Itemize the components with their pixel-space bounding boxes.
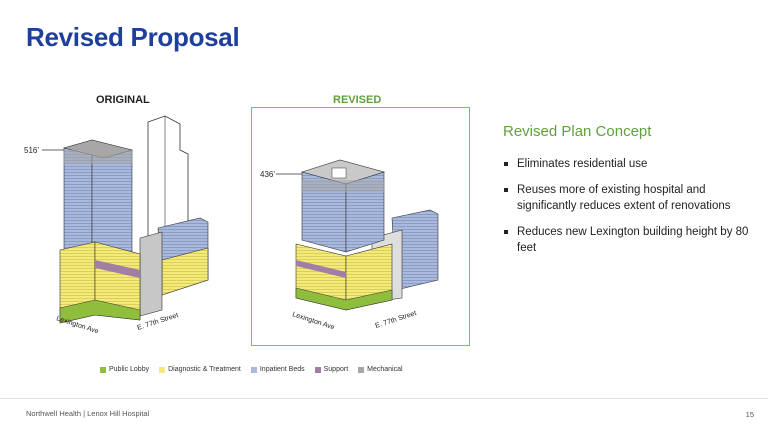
legend-swatch	[250, 366, 257, 373]
bullet-item: Eliminates residential use	[503, 156, 753, 172]
revised-building-illustration: 436’ Lexington Ave E. 77th Street	[260, 159, 439, 331]
concept-bullets: Eliminates residential use Reuses more o…	[503, 156, 753, 266]
legend-item-diagnostic: Diagnostic & Treatment	[159, 366, 241, 373]
bullet-icon	[504, 188, 508, 192]
revised-panel-frame	[251, 107, 470, 346]
original-building-illustration: 516’ Lexington Ave E. 77th Street	[24, 115, 209, 335]
bullet-item: Reuses more of existing hospital and sig…	[503, 182, 753, 214]
legend-item-inpatient: Inpatient Beds	[250, 366, 305, 373]
page-number: 15	[745, 410, 754, 419]
bullet-item: Reduces new Lexington building height by…	[503, 224, 753, 256]
footer-text: Northwell Health | Lenox Hill Hospital	[26, 409, 150, 418]
legend-item-support: Support	[314, 366, 348, 373]
bullet-icon	[504, 162, 508, 166]
revised-lexington-label: Lexington Ave	[291, 311, 335, 331]
legend-swatch	[100, 366, 106, 373]
revised-height-label: 436’	[260, 170, 275, 179]
bullet-icon	[504, 230, 508, 234]
footer-divider	[0, 398, 768, 399]
revised-77th-label: E. 77th Street	[374, 310, 417, 330]
slide-title: Revised Proposal	[26, 22, 240, 52]
legend-item-public-lobby: Public Lobby	[100, 366, 149, 373]
original-height-label: 516’	[24, 146, 39, 155]
revised-label: REVISED	[333, 94, 382, 106]
legend-swatch	[358, 366, 365, 373]
legend: Public Lobby Diagnostic & Treatment Inpa…	[100, 366, 403, 373]
legend-swatch	[159, 366, 166, 373]
concept-title: Revised Plan Concept	[503, 123, 652, 140]
legend-item-mechanical: Mechanical	[358, 366, 403, 373]
original-label: ORIGINAL	[96, 94, 150, 106]
legend-swatch	[314, 366, 321, 373]
